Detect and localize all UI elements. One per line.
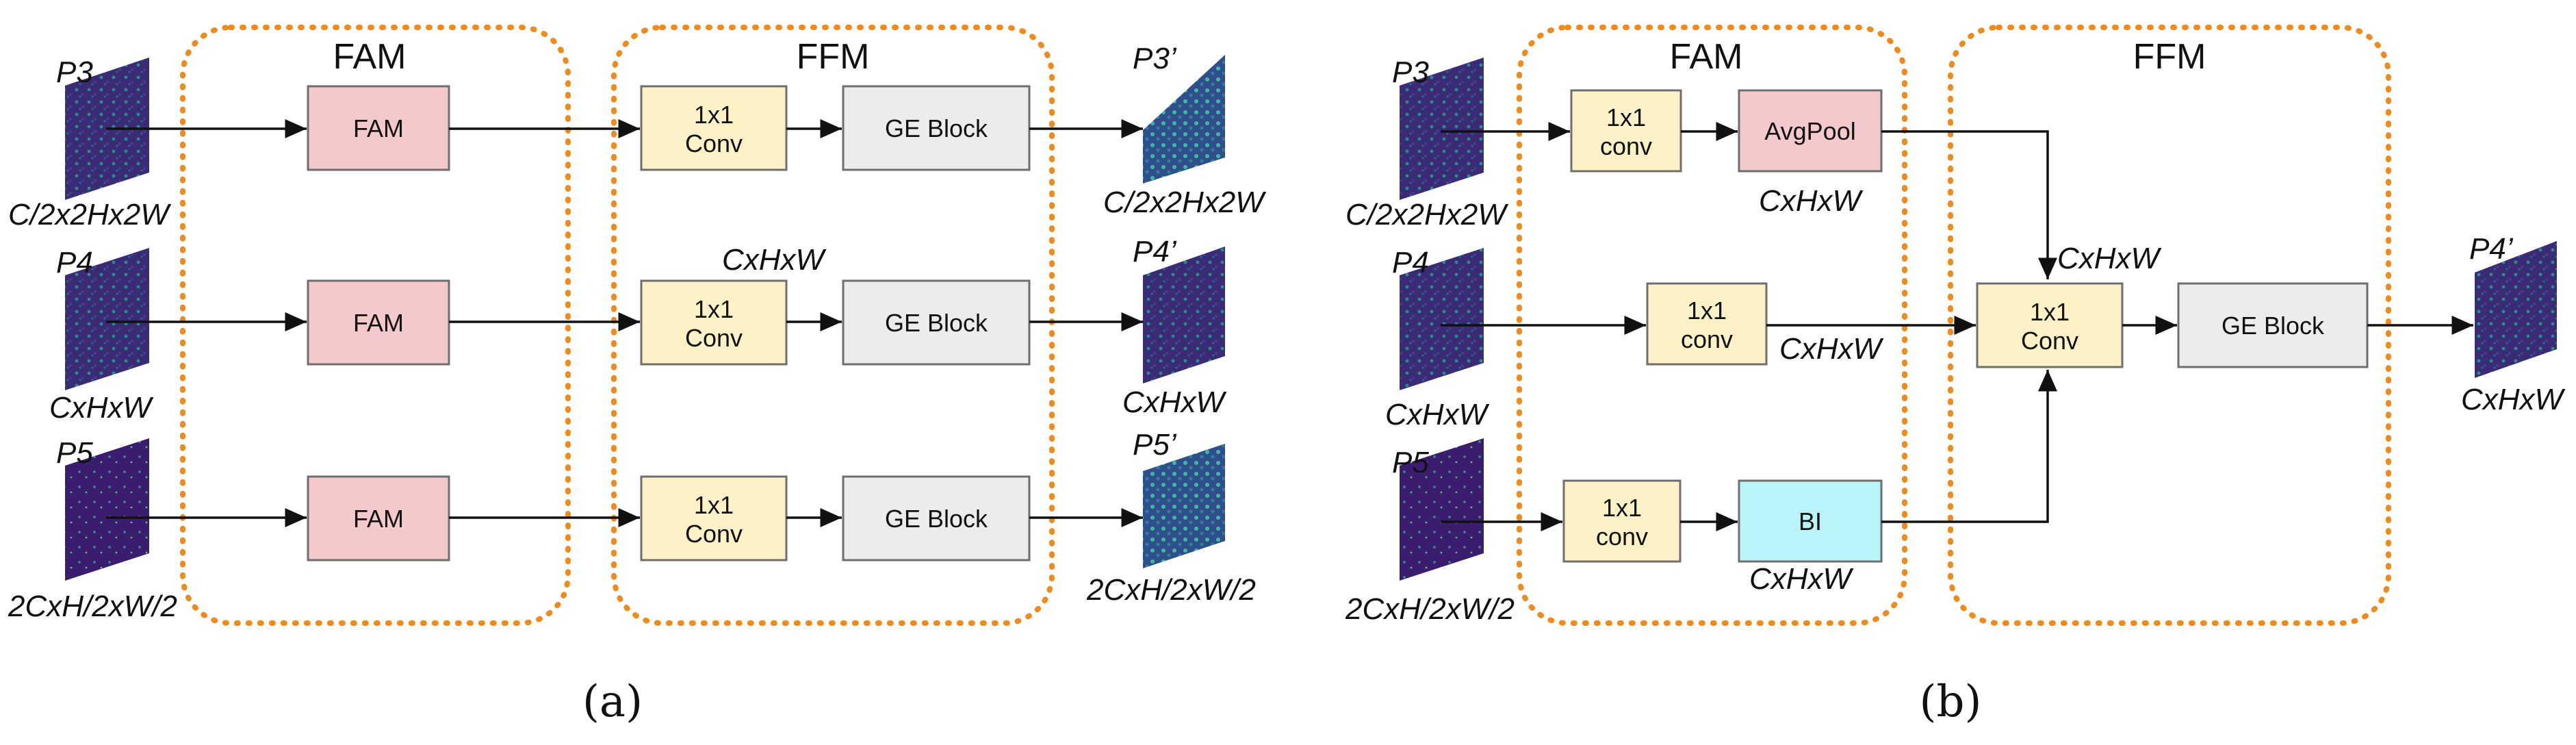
conv-small-label2-row2-b: conv: [1681, 325, 1733, 353]
input-shape-p4-b: CxHxW: [1385, 398, 1490, 431]
conv-small-label2-row3-b: conv: [1596, 522, 1648, 551]
conv-label2-row3-a: Conv: [685, 520, 743, 548]
fuse-conv-box-b: [1976, 282, 2124, 368]
conv-label2-row2-a: Conv: [685, 324, 743, 352]
ffm-region-title-b: FFM: [2133, 37, 2206, 77]
conv-box-row2-a: [640, 279, 788, 366]
conv-small-label1-row2-b: 1x1: [1687, 296, 1727, 325]
ge-block-row3-a: [842, 475, 1031, 561]
conv-box-row2-b: [1646, 282, 1768, 366]
feature-map-p5-a: [65, 438, 149, 581]
input-name-p3-b: P3: [1392, 55, 1429, 89]
fam-box-label-row2-a: FAM: [353, 309, 404, 337]
feature-map-p5-b: [1400, 438, 1484, 581]
feature-map-p4-out-a: [1143, 247, 1225, 383]
caption-b: (b): [1920, 677, 1982, 727]
input-shape-p5-b: 2CxH/2xW/2: [1345, 592, 1515, 626]
input-name-p5-a: P5: [56, 436, 93, 470]
fuse-conv-label2-b: Conv: [2021, 327, 2078, 355]
feature-map-p4-out-b: [2475, 241, 2557, 378]
feature-map-p4-b: [1400, 248, 1484, 390]
ge-block-label-b: GE Block: [2221, 312, 2325, 340]
bi-shape-b: CxHxW: [1749, 562, 1854, 596]
fam-box-label-row3-a: FAM: [353, 505, 404, 533]
input-shape-p3-b: C/2x2Hx2W: [1345, 198, 1508, 231]
feature-map-p5-out-a: [1143, 444, 1225, 568]
ffm-region-a: [611, 25, 1055, 626]
fuse-conv-label1-b: 1x1: [2030, 298, 2070, 326]
panel-a: FAM FFM P3 C/2x2Hx2W P4 CxHxW P5 2CxH/2x…: [8, 25, 1266, 727]
input-shape-p5-a: 2CxH/2xW/2: [8, 590, 177, 623]
conv-label1-row1-a: 1x1: [694, 101, 734, 129]
output-shape-p3-a: C/2x2Hx2W: [1103, 186, 1266, 219]
feature-map-p4-a: [65, 248, 149, 390]
ge-block-label-row2-a: GE Block: [885, 309, 988, 337]
output-shape-p4-a: CxHxW: [1122, 386, 1227, 419]
bi-label-b: BI: [1799, 507, 1822, 535]
output-name-p4-a: P4’: [1133, 235, 1177, 268]
ffm-region-title-a: FFM: [797, 37, 870, 77]
conv-label1-row3-a: 1x1: [694, 491, 734, 519]
conv-small-label2-row1-b: conv: [1600, 132, 1652, 160]
panel-b: FAM FFM P3 C/2x2Hx2W P4 CxHxW P5 2CxH/2x…: [1345, 25, 2566, 727]
conv-label2-row1-a: Conv: [685, 129, 743, 157]
output-name-p5-a: P5’: [1133, 428, 1177, 462]
conv-label1-row2-a: 1x1: [694, 295, 734, 323]
output-shape-b: CxHxW: [2461, 383, 2566, 416]
fam-box-label-row1-a: FAM: [353, 114, 404, 142]
ge-block-label-row1-a: GE Block: [885, 114, 988, 142]
fam-box-row2-a: [307, 279, 450, 366]
conv-small-label1-row1-b: 1x1: [1606, 103, 1646, 131]
conv-box-row1-a: [640, 85, 788, 171]
feature-map-p3-b: [1400, 58, 1484, 200]
fam-region-title-b: FAM: [1670, 37, 1743, 77]
ge-block-row2-a: [842, 279, 1031, 366]
output-name-b: P4’: [2469, 232, 2514, 266]
ge-block-label-row3-a: GE Block: [885, 505, 988, 533]
output-name-p3-a: P3’: [1133, 42, 1177, 75]
fam-region-a: [180, 25, 571, 626]
input-name-p4-a: P4: [56, 246, 93, 279]
avgpool-shape-b: CxHxW: [1759, 184, 1864, 218]
avgpool-label-b: AvgPool: [1764, 117, 1855, 145]
fam-region-title-a: FAM: [333, 37, 407, 77]
conv-box-row3-a: [640, 475, 788, 561]
feature-map-p3-out-a: [1143, 55, 1225, 184]
input-name-p4-b: P4: [1392, 246, 1429, 279]
input-name-p5-b: P5: [1392, 446, 1429, 479]
conv-small-label1-row3-b: 1x1: [1602, 494, 1642, 522]
input-name-p3-a: P3: [56, 55, 93, 89]
caption-a: (a): [582, 677, 643, 727]
p4-conv-shape-b: CxHxW: [1779, 332, 1884, 366]
conv-box-row3-b: [1562, 479, 1682, 563]
avgpool-box-b: [1738, 89, 1883, 173]
fam-box-row1-a: [307, 85, 450, 171]
fuse-shape-b: CxHxW: [2057, 242, 2162, 275]
output-shape-p5-a: 2CxH/2xW/2: [1086, 573, 1256, 607]
input-shape-p4-a: CxHxW: [49, 391, 154, 425]
input-shape-p3-a: C/2x2Hx2W: [8, 198, 171, 231]
mid-shape-label-a: CxHxW: [722, 243, 827, 277]
